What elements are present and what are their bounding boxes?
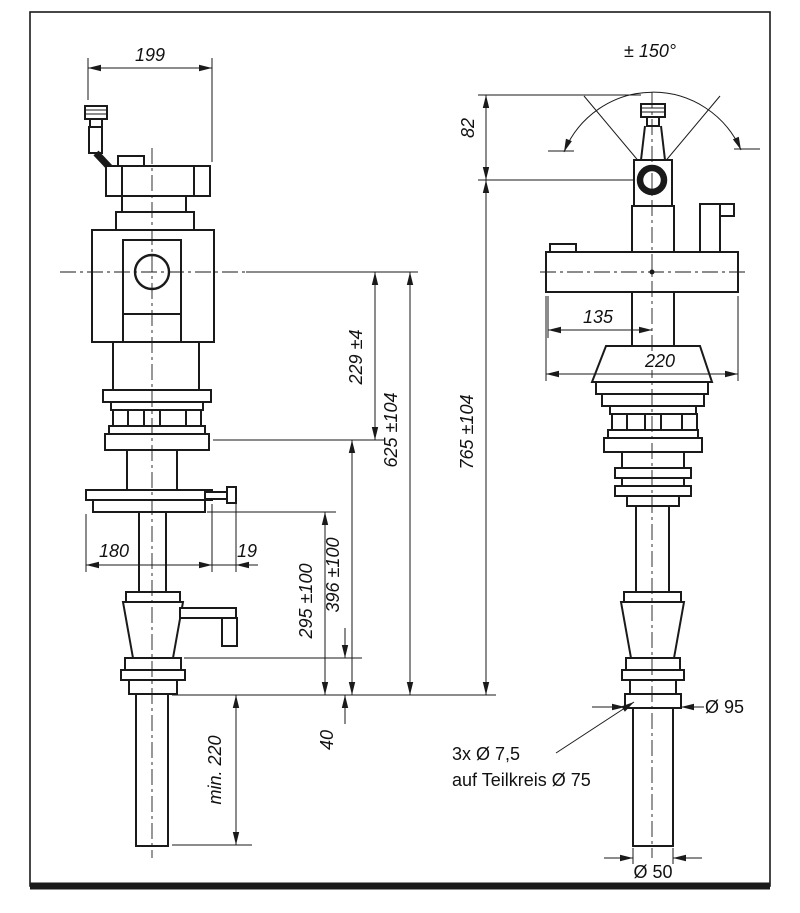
- dim-label-min-immersion: min. 220: [205, 735, 225, 804]
- dim-label-body-height: 229 ±4: [346, 330, 366, 386]
- dimension-lines: [86, 64, 738, 862]
- pump-tube-front: [120, 511, 238, 847]
- dim-label-outlet-diameter: Ø 50: [633, 862, 672, 882]
- clamp-assembly-front: [102, 389, 212, 451]
- dim-label-arm-width: 220: [644, 351, 675, 371]
- motor-body: [91, 229, 215, 391]
- center-point: [649, 269, 655, 275]
- extension-lines: [85, 58, 739, 864]
- front-view: [84, 105, 238, 847]
- pump-tube-side: [619, 505, 686, 847]
- bolt-note-line-1: 3x Ø 7,5: [452, 744, 520, 764]
- dim-label-tube-section-height: 396 ±100: [323, 538, 343, 613]
- dim-label-flange-diameter: Ø 95: [705, 697, 744, 717]
- lever-switch: [84, 105, 114, 172]
- outlet-tube-side: [632, 707, 674, 847]
- handle-knob-side: [640, 103, 666, 161]
- dim-label-pivot-offset: 82: [458, 118, 478, 138]
- drum-flange: [624, 693, 682, 709]
- center-lines: [60, 92, 748, 858]
- dim-label-total-height: 765 ±104: [457, 395, 477, 470]
- clamp-handle: [204, 491, 230, 500]
- dim-label-swivel-angle: ± 150°: [624, 41, 676, 61]
- bolt-note-line-2: auf Teilkreis Ø 75: [452, 770, 591, 790]
- dim-label-flange-width: 180: [99, 541, 129, 561]
- dim-label-lower-height: 295 ±100: [296, 564, 316, 640]
- mounting-arm: [545, 243, 739, 395]
- side-view: [545, 91, 760, 847]
- dim-label-arm-center: 135: [583, 307, 614, 327]
- dimension-labels: 199 ± 150° 82 765 ±104 229 ±4 625 ±104 3…: [99, 41, 744, 882]
- drawing-frame: [29, 11, 771, 890]
- dim-label-handle-offset: 19: [237, 541, 257, 561]
- dim-label-upper-height: 625 ±104: [381, 393, 401, 468]
- dim-label-top-width: 199: [135, 45, 165, 65]
- neck-flange-front: [85, 449, 237, 513]
- label-backing-220: [643, 351, 677, 370]
- pivot-assembly: [631, 159, 735, 253]
- motor-head: [105, 155, 211, 231]
- crank-handle: [179, 607, 237, 619]
- bolt-note-leader: [555, 701, 635, 754]
- clamp-assembly-side: [601, 393, 705, 507]
- dim-label-foot-offset: 40: [317, 730, 337, 750]
